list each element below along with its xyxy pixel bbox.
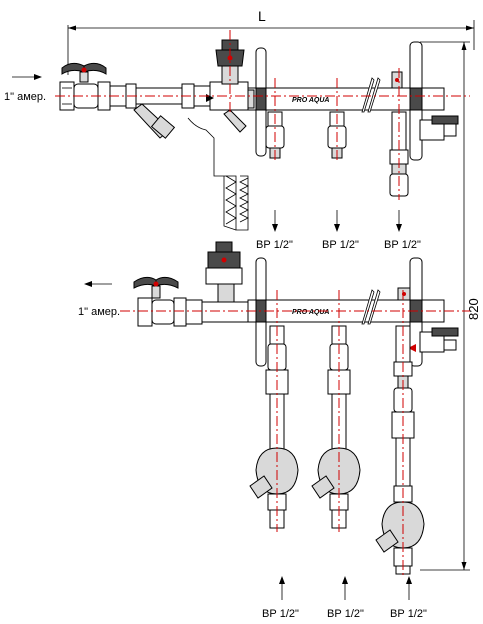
middle-arrows [272,210,402,232]
inlet-arrow [12,74,42,80]
centerlines [55,30,470,576]
middle-outlet-label-3: ВР 1/2" [384,239,421,251]
outlet-arrow [84,281,112,287]
dimension-width-label: L [258,8,266,24]
bottom-outlet-label-3: ВР 1/2" [390,608,427,620]
return-leg-2 [311,325,361,529]
bottom-arrows [279,576,412,600]
supply-manifold: PRO AQUA [247,41,459,161]
balancing-valve [206,39,249,133]
supply-logo: PRO AQUA [292,97,329,104]
supply-assembly: PRO AQUA [59,39,459,231]
outlet-ball-valve [133,276,187,327]
dimension-height: 820 [420,41,481,571]
inlet-ball-valve [59,62,111,111]
return-actuator [205,241,243,303]
return-assembly: PRO AQUA [133,241,459,575]
dimension-height-label: 820 [466,298,481,320]
inlet-connection-label: 1" амер. [4,91,46,103]
outlet-connection-label: 1" амер. [78,306,120,318]
return-logo: PRO AQUA [292,309,329,316]
middle-outlet-label-2: ВР 1/2" [322,239,359,251]
bottom-outlet-label-1: ВР 1/2" [262,608,299,620]
middle-outlet-label-1: ВР 1/2" [256,239,293,251]
bottom-outlet-label-2: ВР 1/2" [327,608,364,620]
